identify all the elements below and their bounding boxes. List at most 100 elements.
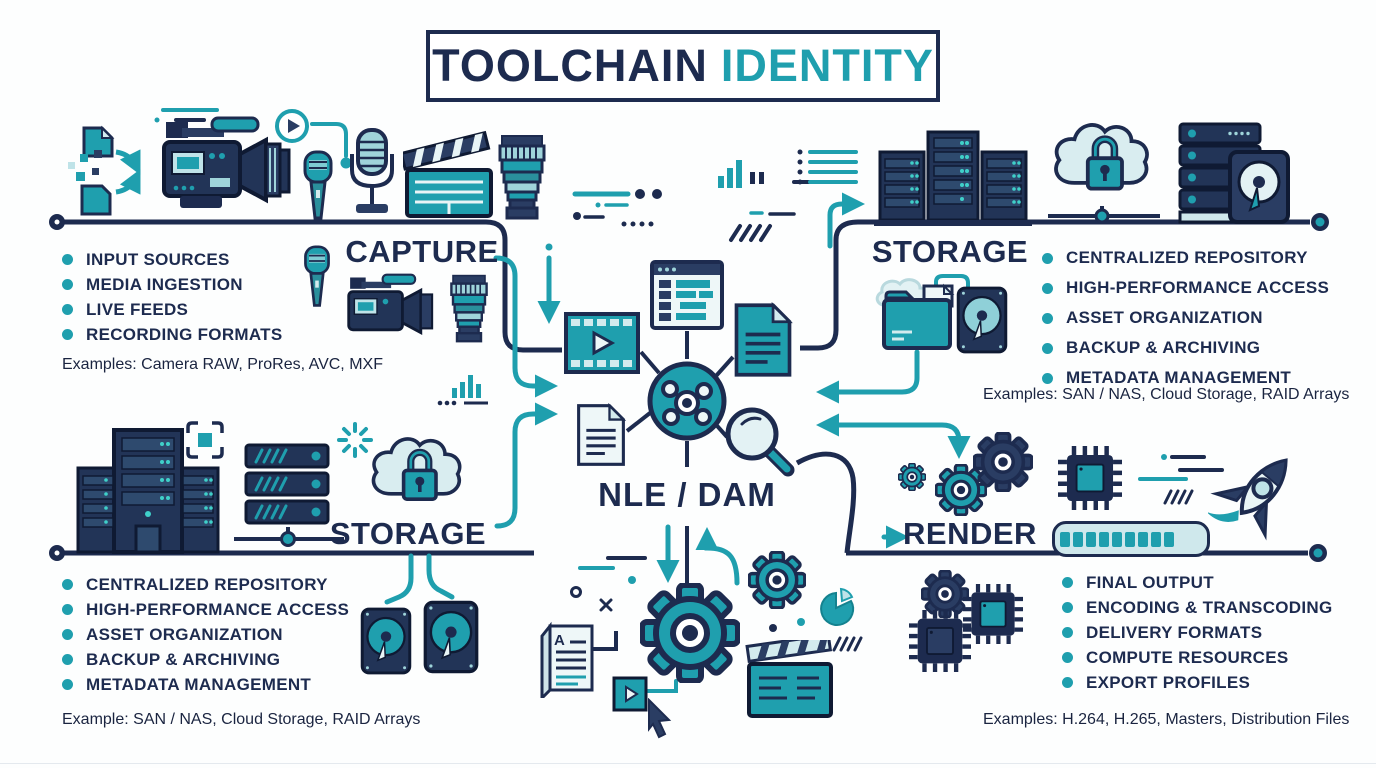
title-primary: TOOLCHAIN <box>432 40 708 91</box>
server-disk-icon <box>1178 122 1290 224</box>
bullet-label: INPUT SOURCES <box>86 249 230 269</box>
hub-heading: NLE / DAM <box>598 476 776 513</box>
studio-microphone-icon <box>350 128 394 213</box>
bullet-dot-icon <box>1062 602 1073 613</box>
document-icon <box>577 404 625 466</box>
clapperboard-icon <box>403 130 493 218</box>
bullet-dot-icon <box>62 604 73 615</box>
storage-bottom-examples: Example: SAN / NAS, Cloud Storage, RAID … <box>62 711 421 728</box>
hdd-icon <box>956 286 1008 354</box>
page-title: TOOLCHAIN IDENTITY <box>426 30 940 102</box>
bullet-label: BACKUP & ARCHIVING <box>86 649 281 669</box>
rocket-icon <box>1208 458 1288 541</box>
bullet-dot-icon <box>62 304 73 315</box>
bullet-dot-icon <box>1042 282 1053 294</box>
bullet-label: METADATA MANAGEMENT <box>86 674 312 694</box>
list-item: BACKUP & ARCHIVING <box>62 647 349 672</box>
bullet-label: DELIVERY FORMATS <box>1086 622 1263 642</box>
cpu-chip-icon <box>963 583 1023 645</box>
bullet-label: HIGH-PERFORMANCE ACCESS <box>1066 278 1330 297</box>
bullet-label: CENTRALIZED REPOSITORY <box>1066 248 1308 267</box>
cloud-lock-icon <box>364 428 472 520</box>
app-window-icon <box>650 260 724 330</box>
list-item: HIGH-PERFORMANCE ACCESS <box>62 597 349 622</box>
bullet-dot-icon <box>1042 312 1053 324</box>
bullet-label: MEDIA INGESTION <box>86 274 243 294</box>
server-rack-icon <box>874 130 1032 226</box>
list-item: INPUT SOURCES <box>62 247 283 272</box>
bullet-label: EXPORT PROFILES <box>1086 672 1251 692</box>
render-heading: RENDER <box>903 516 1037 551</box>
list-item: ENCODING & TRANSCODING <box>1062 595 1333 620</box>
list-item: CENTRALIZED REPOSITORY <box>1042 243 1329 273</box>
video-camera-icon <box>347 273 434 335</box>
play-square-icon <box>612 676 648 712</box>
list-item: FINAL OUTPUT <box>1062 570 1333 595</box>
cloud-lock-icon <box>1046 112 1160 212</box>
hdd-icon <box>423 600 479 674</box>
list-item: BACKUP & ARCHIVING <box>1042 333 1329 363</box>
bullet-dot-icon <box>62 654 73 665</box>
storage-top-heading: STORAGE <box>871 234 1029 269</box>
clapperboard-icon <box>745 640 833 718</box>
bullet-dot-icon <box>62 579 73 590</box>
bullet-dot-icon <box>62 329 73 340</box>
storage-top-examples: Examples: SAN / NAS, Cloud Storage, RAID… <box>983 386 1350 403</box>
list-item: MEDIA INGESTION <box>62 272 283 297</box>
camera-lens-icon <box>498 134 546 220</box>
microphone-icon <box>304 245 330 307</box>
list-item: ASSET ORGANIZATION <box>1042 303 1329 333</box>
bullet-dot-icon <box>1042 252 1053 264</box>
bullet-dot-icon <box>62 279 73 290</box>
bullet-dot-icon <box>1062 577 1073 588</box>
gear-icon <box>898 463 926 491</box>
bullet-dot-icon <box>1062 627 1073 638</box>
video-camera-icon <box>162 116 291 208</box>
bullet-dot-icon <box>62 629 73 640</box>
media-files-icon <box>68 125 141 216</box>
cpu-chip-icon <box>908 610 972 672</box>
play-circle-icon <box>275 109 309 143</box>
list-item: METADATA MANAGEMENT <box>62 672 349 697</box>
document-icon <box>734 303 792 377</box>
progress-bar-icon <box>1052 521 1210 557</box>
capture-heading: CAPTURE <box>345 234 499 269</box>
render-examples: Examples: H.264, H.265, Masters, Distrib… <box>983 711 1350 728</box>
bullet-dot-icon <box>62 679 73 690</box>
list-item: LIVE FEEDS <box>62 297 283 322</box>
list-item: DELIVERY FORMATS <box>1062 620 1333 645</box>
bullet-dot-icon <box>1042 342 1053 354</box>
capture-examples: Examples: Camera RAW, ProRes, AVC, MXF <box>62 356 383 373</box>
bullet-label: FINAL OUTPUT <box>1086 572 1214 592</box>
bullet-label: ENCODING & TRANSCODING <box>1086 597 1333 617</box>
capture-bullet-list: INPUT SOURCES MEDIA INGESTION LIVE FEEDS… <box>62 247 283 347</box>
gear-icon <box>748 551 806 609</box>
list-item: RECORDING FORMATS <box>62 322 283 347</box>
bullet-label: BACKUP & ARCHIVING <box>1066 338 1261 357</box>
gear-icon <box>973 432 1033 492</box>
bullet-label: RECORDING FORMATS <box>86 324 283 344</box>
bullet-label: LIVE FEEDS <box>86 299 189 319</box>
nas-stack-icon <box>244 443 330 525</box>
microphone-icon <box>303 150 333 220</box>
bullet-label: METADATA MANAGEMENT <box>1066 368 1292 387</box>
bullet-label: HIGH-PERFORMANCE ACCESS <box>86 599 350 619</box>
bullet-label: ASSET ORGANIZATION <box>86 624 283 644</box>
hdd-icon <box>360 607 412 675</box>
storage-bottom-heading: STORAGE <box>329 516 487 551</box>
render-bullet-list: FINAL OUTPUT ENCODING & TRANSCODING DELI… <box>1062 570 1333 695</box>
list-icon <box>797 149 858 185</box>
storage-top-bullet-list: CENTRALIZED REPOSITORY HIGH-PERFORMANCE … <box>1042 243 1329 393</box>
list-item: ASSET ORGANIZATION <box>62 622 349 647</box>
list-item: EXPORT PROFILES <box>1062 670 1333 695</box>
cpu-chip-icon <box>1056 446 1124 510</box>
cursor-icon <box>648 698 672 739</box>
bullet-label: ASSET ORGANIZATION <box>1066 308 1263 327</box>
camera-lens-icon <box>449 274 489 343</box>
title-accent: IDENTITY <box>720 40 934 91</box>
bullet-dot-icon <box>62 254 73 265</box>
filmstrip-icon <box>564 312 640 374</box>
list-item: HIGH-PERFORMANCE ACCESS <box>1042 273 1329 303</box>
bullet-dot-icon <box>1062 652 1073 663</box>
